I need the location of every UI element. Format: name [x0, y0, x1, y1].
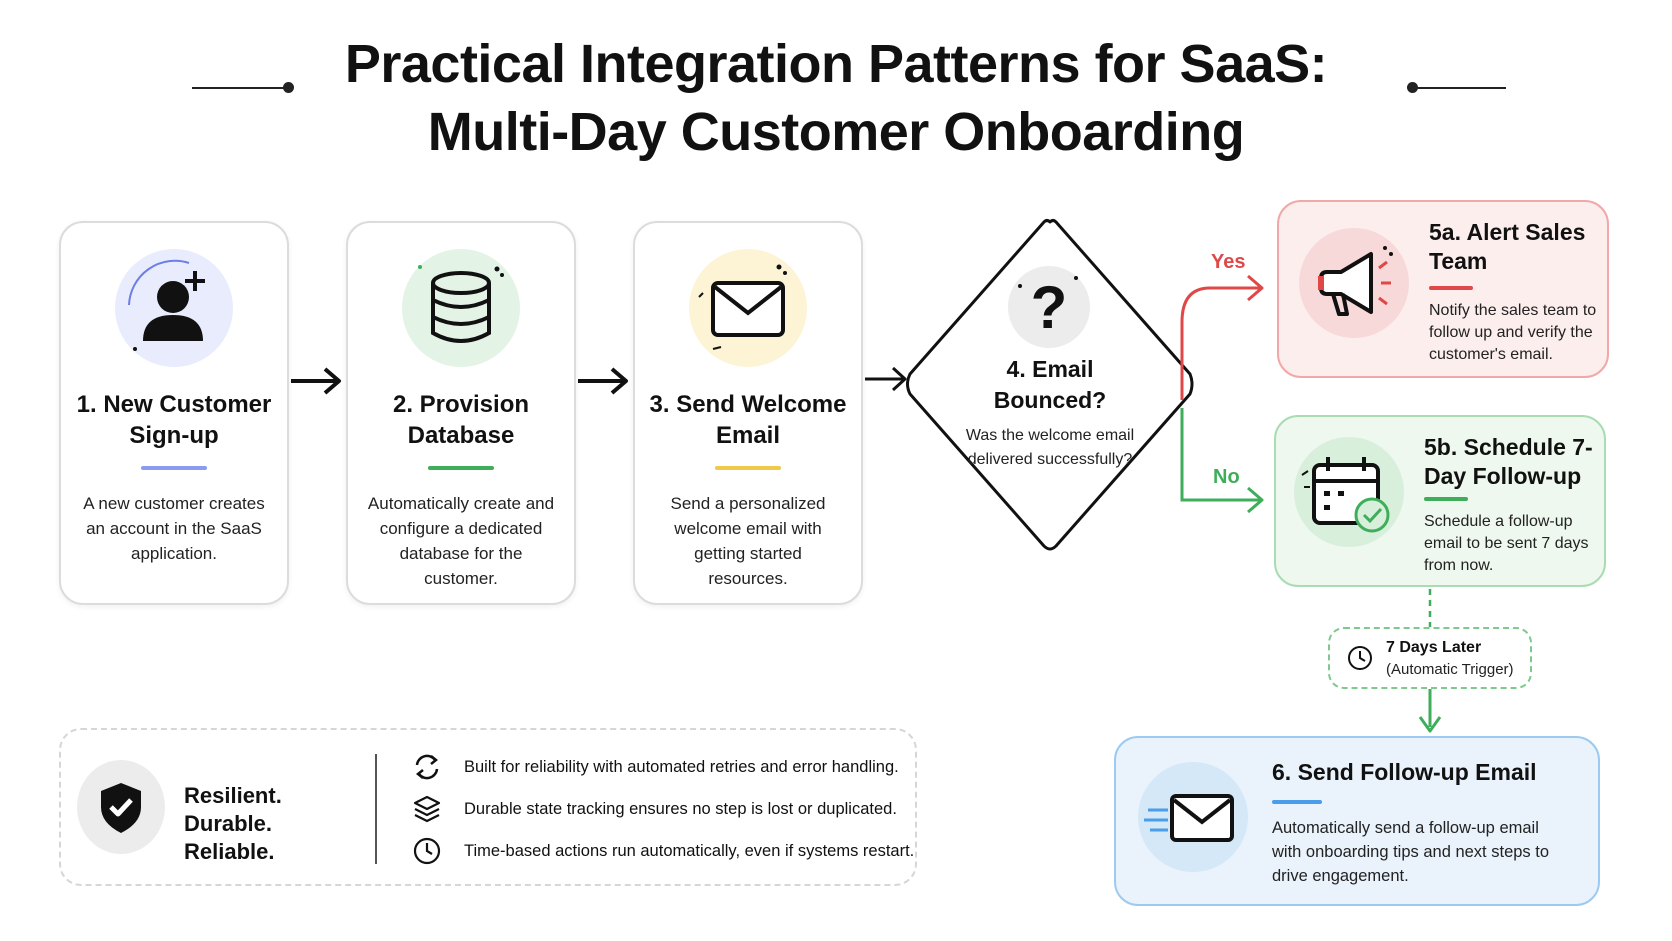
- step-title: 2. Provision Database: [392, 391, 530, 449]
- schedule-desc: Schedule a follow-up email to be sent 7 …: [1424, 513, 1589, 574]
- step-title: 1. New Customer Sign-up: [76, 391, 272, 449]
- svg-text:?: ?: [1031, 274, 1068, 341]
- step-card-signup[interactable]: 1. New Customer Sign-up A new customer c…: [59, 221, 289, 605]
- feature-text: Durable state tracking ensures no step i…: [464, 799, 897, 818]
- clock-icon: [1348, 646, 1372, 670]
- envelope-icon: [689, 249, 807, 367]
- title-rule-left: [192, 87, 288, 89]
- title-rule-right: [1410, 87, 1506, 89]
- feature-text: Built for reliability with automated ret…: [464, 757, 899, 776]
- step-rule: [141, 466, 207, 470]
- feature-item: Durable state tracking ensures no step i…: [410, 792, 897, 826]
- decision-text: 4. Email Bounced? Was the welcome email …: [960, 354, 1140, 472]
- step-title: 3. Send Welcome Email: [649, 391, 847, 449]
- retry-icon: [410, 750, 444, 784]
- shield-check-icon: [77, 760, 165, 854]
- step-desc: Automatically create and configure a ded…: [367, 494, 555, 588]
- clock-icon: [410, 834, 444, 868]
- title-line-1: Practical Integration Patterns for SaaS:: [344, 34, 1328, 94]
- schedule-title: 5b. Schedule 7-Day Follow-up: [1424, 434, 1593, 489]
- megaphone-icon: [1299, 228, 1409, 338]
- title-dot-left: [283, 82, 294, 93]
- trigger-box: 7 Days Later (Automatic Trigger): [1328, 627, 1532, 689]
- decision-title: 4. Email Bounced?: [993, 356, 1107, 413]
- step-card-welcome-email[interactable]: 3. Send Welcome Email Send a personalize…: [633, 221, 863, 605]
- step-card-provision[interactable]: 2. Provision Database Automatically crea…: [346, 221, 576, 605]
- step-desc: Send a personalized welcome email with g…: [670, 494, 826, 588]
- alert-title: 5a. Alert Sales Team: [1429, 219, 1586, 274]
- alert-desc: Notify the sales team to follow up and v…: [1429, 302, 1597, 363]
- feature-text: Time-based actions run automatically, ev…: [464, 841, 915, 860]
- layers-icon: [410, 792, 444, 826]
- title-dot-right: [1407, 82, 1418, 93]
- followup-email-card[interactable]: 6. Send Follow-up Email Automatically se…: [1114, 736, 1600, 906]
- question-mark-icon: ?: [1008, 266, 1090, 348]
- database-icon: [402, 249, 520, 367]
- trigger-connector: [1418, 589, 1442, 733]
- title-line-2: Multi-Day Customer Onboarding: [427, 102, 1245, 162]
- arrow-step3-decision: [865, 366, 907, 392]
- decision-diamond: [906, 219, 1194, 551]
- step-rule: [715, 466, 781, 470]
- fast-envelope-icon: [1138, 762, 1248, 872]
- alert-rule: [1429, 286, 1473, 290]
- feature-item: Built for reliability with automated ret…: [410, 750, 899, 784]
- followup-rule: [1272, 800, 1322, 804]
- schedule-followup-card[interactable]: 5b. Schedule 7-Day Follow-up Schedule a …: [1274, 415, 1606, 587]
- alert-sales-card[interactable]: 5a. Alert Sales Team Notify the sales te…: [1277, 200, 1609, 378]
- branch-connectors: [1180, 274, 1264, 514]
- no-label: No: [1213, 466, 1240, 488]
- summary-box: Resilient. Durable. Reliable. Built for …: [59, 728, 917, 886]
- decision-desc: Was the welcome email delivered successf…: [965, 427, 1135, 468]
- followup-desc: Automatically send a follow-up email wit…: [1272, 819, 1550, 885]
- step-desc: A new customer creates an account in the…: [83, 494, 265, 563]
- followup-title: 6. Send Follow-up Email: [1272, 759, 1537, 785]
- summary-divider: [375, 754, 377, 864]
- arrow-step2-step3: [578, 367, 628, 395]
- feature-item: Time-based actions run automatically, ev…: [410, 834, 914, 868]
- yes-label: Yes: [1211, 251, 1246, 273]
- calendar-check-icon: [1294, 437, 1404, 547]
- step-rule: [428, 466, 494, 470]
- arrow-step1-step2: [291, 367, 341, 395]
- summary-headline: Resilient. Durable. Reliable.: [184, 783, 282, 864]
- schedule-rule: [1424, 497, 1468, 501]
- page-title: Practical Integration Patterns for SaaS:…: [0, 30, 1672, 166]
- add-user-icon: [115, 249, 233, 367]
- trigger-line-2: (Automatic Trigger): [1386, 661, 1514, 678]
- trigger-line-1: 7 Days Later: [1386, 639, 1482, 656]
